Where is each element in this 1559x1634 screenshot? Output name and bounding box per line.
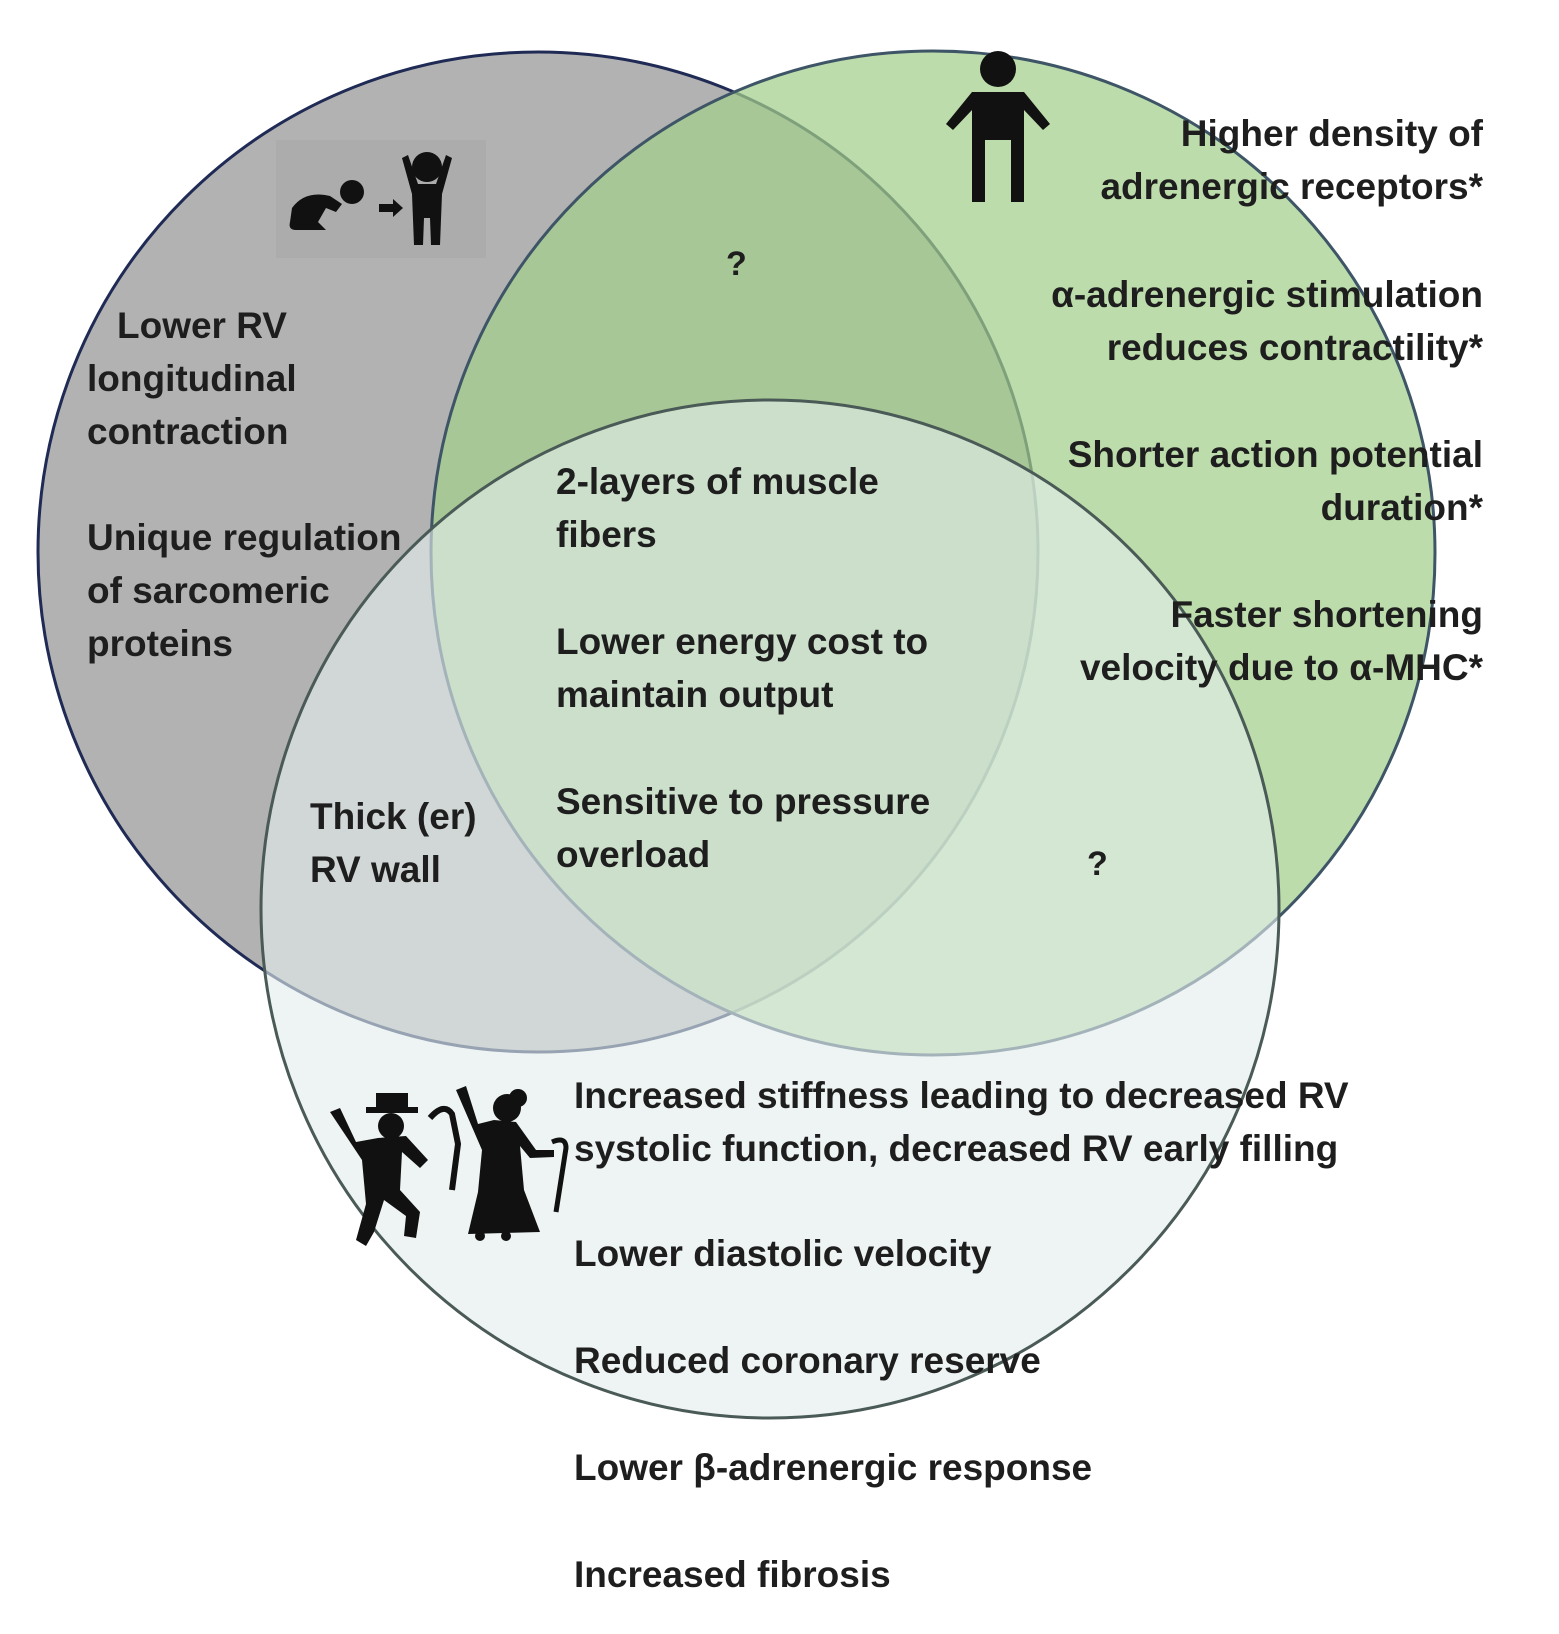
text-line: proteins	[87, 623, 233, 664]
elderly-feature-fibrosis: Increased fibrosis	[574, 1554, 891, 1595]
child-adult-overlap-unknown: ?	[726, 245, 747, 283]
text-line: fibers	[556, 514, 657, 555]
text-line: Sensitive to pressure	[556, 781, 931, 822]
elderly-feature-beta-response: Lower β-adrenergic response	[574, 1447, 1093, 1488]
text-line: Thick (er)	[310, 796, 477, 837]
adult-person-icon	[946, 51, 1050, 202]
elderly-feature-stiffness: Increased stiffness leading to decreased…	[574, 1069, 1349, 1175]
adult-elderly-overlap-unknown: ?	[1087, 845, 1108, 883]
text-line: RV wall	[310, 849, 441, 890]
crawling-baby-to-toddler-icon	[276, 140, 486, 258]
adult-feature-receptor-density: Higher density of adrenergic receptors*	[1100, 107, 1483, 213]
child-feature-sarcomeric-proteins: Unique regulation of sarcomeric proteins	[87, 511, 402, 670]
elderly-feature-coronary-reserve: Reduced coronary reserve	[574, 1340, 1041, 1381]
adult-feature-action-potential: Shorter action potential duration*	[1068, 428, 1483, 534]
child-feature-rv-contraction: Lower RV longitudinal contraction	[87, 299, 297, 458]
text-line: Increased stiffness leading to decreased…	[574, 1075, 1349, 1116]
adult-feature-shortening-velocity: Faster shortening velocity due to α-MHC*	[1080, 588, 1483, 694]
center-feature-energy-cost: Lower energy cost to maintain output	[556, 615, 928, 721]
text-line: Lower energy cost to	[556, 621, 929, 662]
text-line: Shorter action potential	[1067, 434, 1483, 475]
text-line: maintain output	[556, 674, 834, 715]
elderly-feature-diastolic-velocity: Lower diastolic velocity	[574, 1233, 992, 1274]
text-line: 2-layers of muscle	[556, 461, 879, 502]
text-line: duration*	[1320, 487, 1483, 528]
text-line: contraction	[87, 411, 289, 452]
text-line: longitudinal	[87, 358, 297, 399]
text-line: adrenergic receptors*	[1100, 166, 1483, 207]
center-feature-muscle-layers: 2-layers of muscle fibers	[556, 455, 879, 561]
elderly-couple-icon	[330, 1086, 569, 1246]
text-line: Lower RV	[117, 305, 287, 346]
text-line: Faster shortening	[1170, 594, 1484, 635]
text-line: overload	[556, 834, 711, 875]
text-line: α-adrenergic stimulation	[1051, 274, 1483, 315]
text-line: Higher density of	[1180, 113, 1483, 154]
text-line: reduces contractility*	[1106, 327, 1483, 368]
text-line: velocity due to α-MHC*	[1079, 647, 1483, 688]
adult-feature-alpha-stimulation: α-adrenergic stimulation reduces contrac…	[1051, 268, 1483, 374]
child-elderly-overlap-rv-wall: Thick (er) RV wall	[310, 790, 477, 896]
text-line: systolic function, decreased RV early fi…	[574, 1128, 1339, 1169]
center-feature-pressure-overload: Sensitive to pressure overload	[556, 775, 930, 881]
text-line: Unique regulation	[87, 517, 402, 558]
text-line: of sarcomeric	[87, 570, 330, 611]
